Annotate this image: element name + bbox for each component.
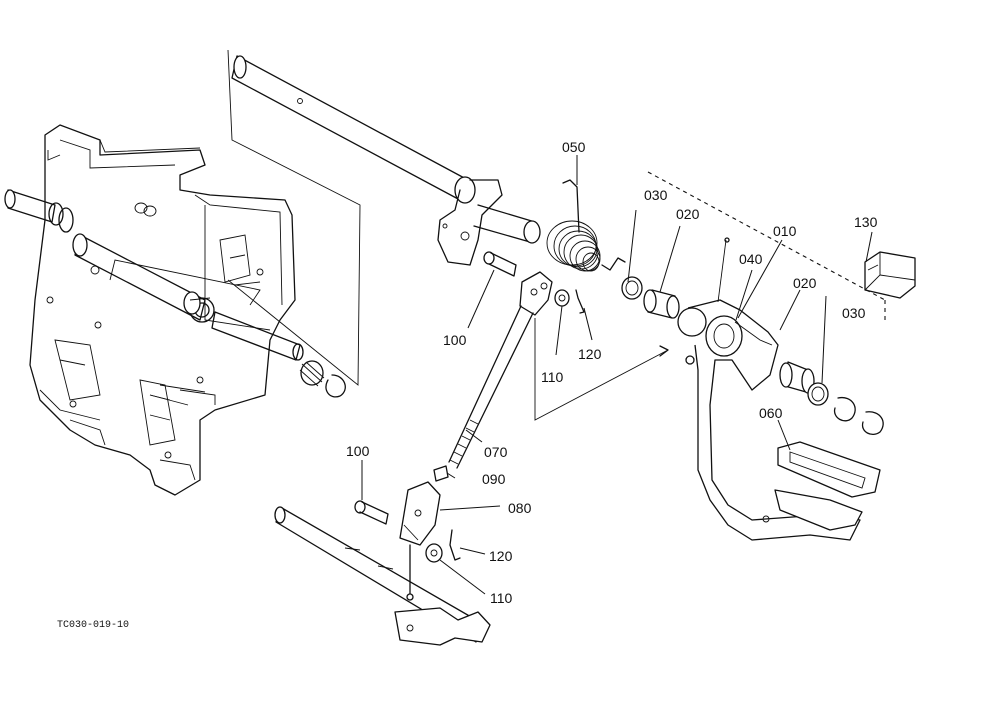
upper-clevis-pin-100 bbox=[483, 251, 517, 277]
part-label-110: 110 bbox=[541, 369, 564, 385]
main-frame-bracket bbox=[29, 124, 296, 496]
part-label-080: 080 bbox=[508, 500, 532, 516]
part-label-090: 090 bbox=[482, 471, 506, 487]
part-label-100: 100 bbox=[346, 443, 370, 459]
left-shaft bbox=[4, 189, 346, 398]
washer-110-lower bbox=[425, 543, 443, 563]
rod-070 bbox=[448, 305, 534, 469]
block-130 bbox=[864, 251, 916, 299]
pin-120-upper bbox=[575, 289, 585, 314]
upper-clevis bbox=[519, 271, 553, 316]
pedal-pad-060 bbox=[774, 441, 881, 531]
part-label-050: 050 bbox=[562, 139, 586, 155]
part-label-120: 120 bbox=[578, 346, 602, 362]
part-label-030: 030 bbox=[644, 187, 668, 203]
part-label-030: 030 bbox=[842, 305, 866, 321]
lower-clevis-080 bbox=[399, 481, 441, 546]
nut-090 bbox=[433, 465, 449, 482]
snap-ring bbox=[833, 396, 884, 436]
spring-050 bbox=[546, 179, 626, 272]
pin-120-lower bbox=[449, 529, 461, 561]
pedal-arm-010 bbox=[677, 237, 861, 541]
lower-shaft bbox=[274, 506, 491, 646]
washer-030-left bbox=[621, 276, 643, 300]
washer-030-right bbox=[807, 382, 829, 406]
part-label-020: 020 bbox=[676, 206, 700, 222]
part-label-040: 040 bbox=[739, 251, 763, 267]
bushing-020-left bbox=[643, 289, 680, 319]
part-label-120: 120 bbox=[489, 548, 513, 564]
part-label-130: 130 bbox=[854, 214, 878, 230]
part-label-070: 070 bbox=[484, 444, 508, 460]
part-label-010: 010 bbox=[773, 223, 797, 239]
diagram-code: TC030-019-10 bbox=[57, 620, 129, 631]
part-label-060: 060 bbox=[759, 405, 783, 421]
assembly-dashed-lines bbox=[534, 171, 886, 421]
upper-shaft-assembly bbox=[227, 49, 541, 386]
part-labels: 050 030 020 010 040 130 020 030 100 110 … bbox=[346, 139, 878, 606]
leader-lines bbox=[361, 155, 873, 595]
part-label-110: 110 bbox=[490, 590, 513, 606]
pin-100-lower bbox=[354, 500, 389, 525]
washer-110-upper bbox=[554, 289, 570, 307]
part-label-100: 100 bbox=[443, 332, 467, 348]
part-label-020: 020 bbox=[793, 275, 817, 291]
